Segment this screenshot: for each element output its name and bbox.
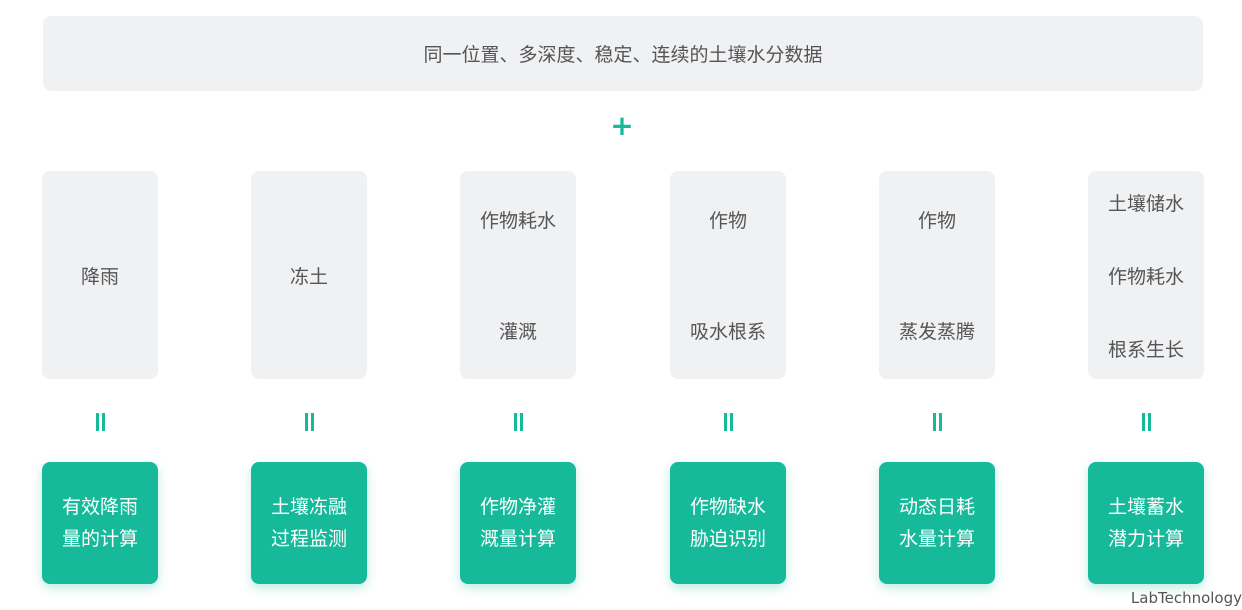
application-column: 作物耗水 灌溉 作物净灌 溉量计算 bbox=[460, 171, 576, 584]
input-factor: 作物耗水 bbox=[479, 210, 556, 232]
banner-text: 同一位置、多深度、稳定、连续的土壤水分数据 bbox=[423, 44, 823, 66]
result-box: 土壤蓄水 潜力计算 bbox=[1088, 462, 1204, 584]
result-line: 溉量计算 bbox=[479, 528, 556, 550]
input-factor: 灌溉 bbox=[498, 321, 537, 343]
input-factor: 降雨 bbox=[80, 265, 119, 288]
result-line: 土壤蓄水 bbox=[1107, 496, 1184, 518]
application-column: 冻土 土壤冻融 过程监测 bbox=[251, 171, 367, 584]
input-factor: 吸水根系 bbox=[689, 321, 766, 343]
input-factors-box: 作物 蒸发蒸腾 bbox=[879, 171, 995, 379]
application-column: 作物 吸水根系 作物缺水 胁迫识别 bbox=[670, 171, 786, 584]
input-factor: 冻土 bbox=[289, 265, 328, 288]
watermark-label: LabTechnology bbox=[1130, 589, 1242, 607]
input-factors-box: 作物耗水 灌溉 bbox=[460, 171, 576, 379]
input-factor: 作物耗水 bbox=[1107, 265, 1184, 288]
application-column: 降雨 有效降雨 量的计算 bbox=[42, 171, 158, 584]
input-factor: 作物 bbox=[917, 210, 956, 232]
result-box: 作物缺水 胁迫识别 bbox=[670, 462, 786, 584]
input-factor: 土壤储水 bbox=[1107, 192, 1184, 215]
equals-icon bbox=[251, 408, 367, 435]
result-box: 作物净灌 溉量计算 bbox=[460, 462, 576, 584]
result-line: 作物净灌 bbox=[479, 496, 556, 518]
result-line: 水量计算 bbox=[898, 528, 975, 550]
equals-icon bbox=[460, 408, 576, 435]
application-column: 土壤储水 作物耗水 根系生长 土壤蓄水 潜力计算 bbox=[1088, 171, 1204, 584]
result-line: 动态日耗 bbox=[898, 496, 975, 518]
result-line: 胁迫识别 bbox=[689, 528, 766, 550]
input-factor: 根系生长 bbox=[1107, 338, 1184, 361]
application-column: 作物 蒸发蒸腾 动态日耗 水量计算 bbox=[879, 171, 995, 584]
equals-icon bbox=[879, 408, 995, 435]
input-factor: 蒸发蒸腾 bbox=[898, 321, 975, 343]
equals-icon bbox=[42, 408, 158, 435]
equals-icon bbox=[1088, 408, 1204, 435]
result-box: 土壤冻融 过程监测 bbox=[251, 462, 367, 584]
plus-icon: + bbox=[610, 109, 634, 142]
result-line: 作物缺水 bbox=[689, 496, 766, 518]
result-line: 过程监测 bbox=[270, 528, 347, 550]
input-factors-box: 作物 吸水根系 bbox=[670, 171, 786, 379]
input-factors-box: 降雨 bbox=[42, 171, 158, 379]
result-line: 量的计算 bbox=[61, 528, 138, 550]
result-line: 潜力计算 bbox=[1107, 528, 1184, 550]
result-box: 有效降雨 量的计算 bbox=[42, 462, 158, 584]
input-factors-box: 冻土 bbox=[251, 171, 367, 379]
result-line: 有效降雨 bbox=[61, 496, 138, 518]
equals-icon bbox=[670, 408, 786, 435]
data-source-banner: 同一位置、多深度、稳定、连续的土壤水分数据 bbox=[43, 16, 1203, 91]
result-line: 土壤冻融 bbox=[270, 496, 347, 518]
result-box: 动态日耗 水量计算 bbox=[879, 462, 995, 584]
input-factors-box: 土壤储水 作物耗水 根系生长 bbox=[1088, 171, 1204, 379]
input-factor: 作物 bbox=[708, 210, 747, 232]
